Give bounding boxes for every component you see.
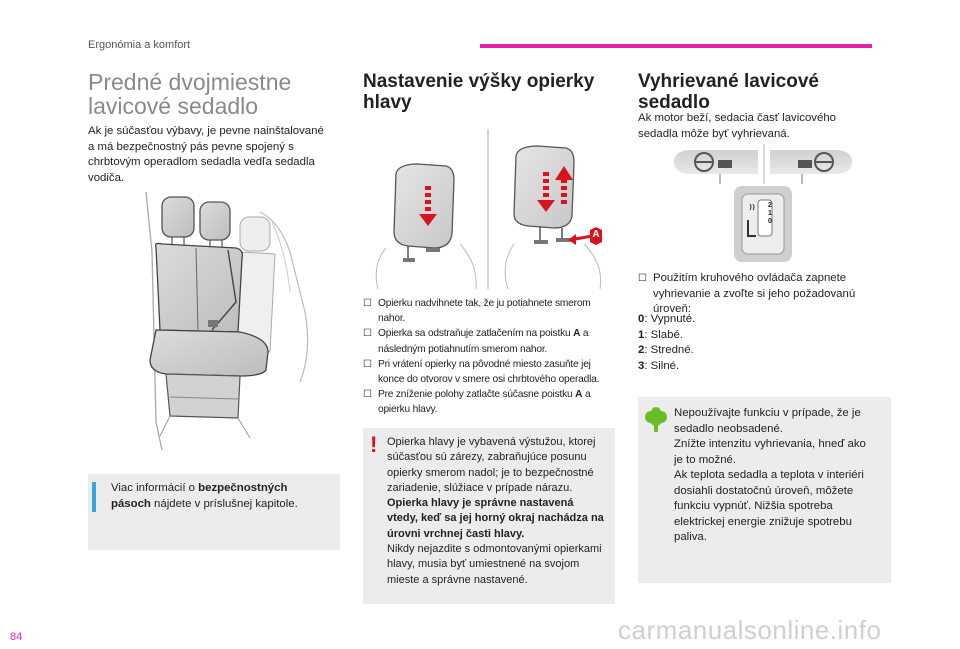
list-item: ☐ Pre zníženie polohy zatlačte súčasne p… — [363, 389, 591, 416]
section-header: Ergonómia a komfort — [88, 39, 191, 51]
checkbox-icon: ☐ — [363, 389, 372, 401]
bench-seat-illustration — [145, 192, 309, 451]
list-item: ☐ Použitím kruhového ovládača zapnete vy… — [638, 272, 856, 315]
col3-intro: Ak motor beží, sedacia časť lavicového s… — [638, 112, 837, 140]
checkbox-icon: ☐ — [363, 298, 372, 309]
heated-seat-illustration — [674, 144, 852, 262]
info-icon — [92, 484, 96, 512]
eco-text: Nepoužívajte funkciu v prípade, že je se… — [674, 407, 866, 543]
level-row: 0: Vypnuté. — [638, 313, 696, 325]
heating-instruction: ☐ Použitím kruhového ovládača zapnete vy… — [638, 271, 888, 318]
level-row: 2: Stredné. — [638, 344, 694, 356]
level-row: 3: Silné. — [638, 359, 680, 372]
list-item: ☐ Opierku nadvihnete tak, že ju potiahne… — [363, 298, 591, 325]
list-item: ☐ Opierka sa odstraňuje zatlačením na po… — [363, 328, 589, 355]
label-a-marker — [590, 227, 602, 245]
eco-tree-icon — [645, 407, 667, 432]
checkbox-icon: ☐ — [638, 273, 647, 284]
col2-title: Nastavenie výšky opierky hlavy — [363, 71, 595, 113]
page-number: 84 — [10, 631, 23, 643]
warning-text: Opierka hlavy je vybavená výstužou, ktor… — [387, 436, 604, 586]
info-text: Viac informácií o bezpečnostných pásoch … — [111, 482, 298, 510]
dial-scale: 2 1 0 — [768, 202, 772, 225]
eco-box: Nepoužívajte funkciu v prípade, že je se… — [638, 397, 891, 583]
heating-levels: 0: Vypnuté. 1: Slabé. 2: Stredné. 3: Sil… — [638, 312, 888, 374]
col1-title: Predné dvojmiestne lavicové sedadlo — [88, 69, 292, 119]
info-box: Viac informácií o bezpečnostných pásoch … — [88, 474, 340, 550]
headrest-illustration — [375, 129, 602, 290]
label-a: A — [592, 229, 600, 240]
section-header-bar — [480, 44, 872, 48]
checkbox-icon: ☐ — [363, 328, 372, 340]
watermark: carmanualsonline.info — [618, 615, 882, 645]
list-item: ☐ Pri vrátení opierky na pôvodné miesto … — [363, 358, 600, 386]
warning-icon: ! — [370, 432, 378, 457]
info-icon-dot — [92, 482, 96, 486]
col3-title: Vyhrievané lavicové sedadlo — [638, 71, 819, 113]
headrest-instructions: ☐ Opierku nadvihnete tak, že ju potiahne… — [363, 296, 615, 418]
col1-intro: Ak je súčasťou výbavy, je pevne nainštal… — [88, 125, 324, 184]
level-row: 1: Slabé. — [638, 328, 683, 341]
checkbox-icon: ☐ — [363, 358, 372, 370]
warning-box: ! Opierka hlavy je vybavená výstužou, kt… — [363, 428, 615, 604]
